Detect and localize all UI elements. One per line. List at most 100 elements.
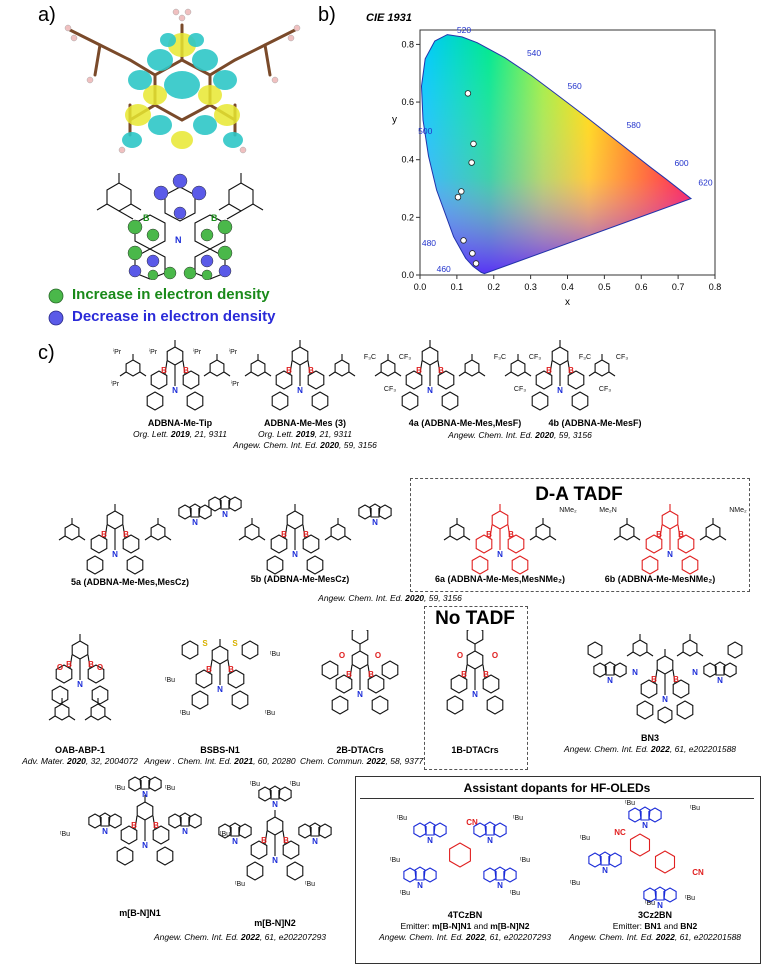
ring	[179, 812, 191, 827]
bond	[258, 535, 266, 541]
x-tick-label: 0.7	[672, 282, 685, 292]
atom-label: ᵗBu	[397, 815, 407, 822]
atom-label: ⁱPr	[113, 348, 122, 356]
ring	[178, 504, 192, 520]
bond	[676, 651, 684, 657]
ring	[351, 650, 369, 670]
ring	[645, 534, 663, 554]
ref-journal: Chem. Commun.	[300, 756, 365, 766]
ring	[613, 662, 627, 678]
ref-rest: , 61, e202201588	[669, 744, 737, 754]
atom-label: F₃C	[579, 354, 591, 361]
atom-label: B	[346, 670, 352, 679]
ring	[244, 523, 260, 541]
compound-name: 1B-DTACrs	[451, 745, 499, 755]
ring	[231, 690, 249, 710]
ring	[594, 359, 610, 377]
bond	[84, 715, 92, 721]
atom-label: ᵗBu	[625, 800, 635, 807]
panel-label-b: b)	[318, 4, 336, 26]
atom-label: ᵗBu	[580, 835, 590, 842]
compound-name: 4a (ADBNA-Me-Mes,MesF)	[408, 418, 522, 428]
atom-label: N	[497, 550, 503, 559]
ring	[286, 510, 304, 530]
ring	[403, 867, 417, 883]
ring	[367, 674, 385, 694]
atom-label: ⁱPr	[231, 380, 240, 388]
ring	[677, 534, 695, 554]
bond	[646, 651, 654, 657]
ring	[380, 359, 396, 377]
ring	[604, 661, 616, 676]
ring	[250, 359, 266, 377]
atom-label: N	[607, 676, 613, 685]
bond	[367, 664, 371, 679]
ring	[446, 695, 464, 715]
atom-label: ᵗBu	[115, 785, 125, 792]
emitter-name: m[B-N]N2	[490, 921, 530, 931]
x-tick-label: 0.0	[414, 282, 427, 292]
atom-label: B	[508, 530, 514, 539]
ring	[278, 786, 292, 802]
ring	[484, 821, 496, 836]
bond	[78, 535, 86, 541]
ring	[369, 503, 381, 518]
x-tick-label: 0.6	[635, 282, 648, 292]
bond	[608, 371, 616, 377]
ring	[182, 370, 200, 390]
atom-label: N	[312, 837, 318, 846]
ring	[208, 496, 222, 512]
atom-label: N	[292, 550, 298, 559]
atom-label: B	[261, 836, 267, 845]
wavelength-label: 600	[674, 158, 688, 168]
atom-label: N	[272, 800, 278, 809]
assistant-dopants-box	[355, 776, 761, 964]
atom-label: ᵗBu	[220, 831, 230, 838]
ring	[211, 645, 229, 665]
ring	[331, 695, 349, 715]
bond	[48, 715, 56, 721]
bond	[68, 715, 76, 721]
atom-label: N	[272, 856, 278, 865]
ring	[108, 813, 122, 829]
ref-year: 2020	[405, 593, 425, 603]
atom-label: B	[281, 530, 287, 539]
ref-rest: , 61, e202207293	[484, 932, 552, 942]
atom-label: N	[417, 881, 423, 890]
row1-item-1-caption: ADBNA-Me-Tip Org. Lett. 2019, 21, 9311	[120, 418, 240, 440]
compound-name: BN3	[640, 733, 659, 743]
ref-rest: , 21, 9311	[314, 429, 352, 439]
compound-name: ADBNA-Me-Tip	[147, 418, 213, 428]
atom-label: O	[57, 663, 63, 672]
ring	[535, 370, 553, 390]
ring	[657, 706, 673, 724]
ring	[335, 674, 353, 694]
atom-label: B	[131, 821, 137, 830]
ring	[90, 534, 108, 554]
atom-label: N	[427, 386, 433, 395]
ring	[88, 813, 102, 829]
ring	[269, 785, 281, 800]
ring	[433, 822, 447, 838]
ring	[494, 866, 506, 881]
atom-label: ᵗBu	[180, 710, 190, 717]
x-axis-label: x	[565, 297, 570, 308]
ring	[475, 534, 493, 554]
ring	[309, 822, 321, 837]
atom-label: N	[77, 680, 83, 689]
bond	[302, 524, 306, 539]
ref-year: 2019	[295, 429, 315, 439]
atom-label: ᵗBu	[570, 880, 580, 887]
bond	[244, 371, 252, 377]
ring	[120, 825, 138, 845]
bond	[394, 371, 402, 377]
assistant-right-caption: 3Cz2BN Emitter: BN1 and BN2 Angew. Chem.…	[560, 910, 750, 943]
bond	[659, 524, 663, 539]
cie-title: CIE 1931	[366, 12, 412, 24]
row3-item-4-caption: 1B-DTACrs	[424, 745, 526, 756]
atom-label: ⁱPr	[229, 348, 238, 356]
atom-label: B	[678, 530, 684, 539]
atom-label: B	[416, 366, 422, 375]
bond	[549, 535, 557, 541]
